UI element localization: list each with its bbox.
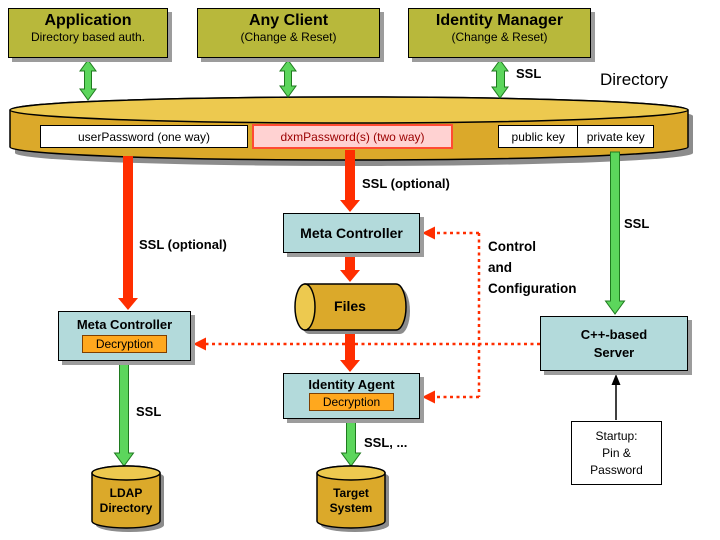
dotted-arrowhead-meta-controller-left [193, 337, 206, 351]
ssl-optional-label-left: SSL (optional) [139, 237, 227, 252]
application-box: Application Directory based auth. [8, 8, 168, 58]
key-pair-box: public key private key [498, 125, 654, 148]
decryption-badge-agent: Decryption [308, 393, 395, 411]
any-client-subtitle: (Change & Reset) [240, 30, 337, 44]
cpp-server-line2: Server [593, 344, 635, 360]
meta-controller-left-box: Meta Controller Decryption [58, 311, 191, 361]
private-key-cell: private key [586, 129, 645, 144]
red-arrow-directory-to-meta-controller-center [340, 150, 360, 212]
target-system-label: Target System [317, 486, 385, 516]
cpp-server-line1: C++-based [580, 326, 648, 342]
public-key-cell: public key [499, 126, 579, 147]
startup-line2: Pin & [602, 446, 631, 460]
ldap-line1: LDAP [109, 486, 143, 500]
target-line1: Target [333, 486, 369, 500]
control-line3: Configuration [488, 281, 577, 296]
ssl-label-ldap: SSL [136, 404, 162, 419]
meta-controller-left-label: Meta Controller [76, 317, 173, 332]
dxm-password-box: dxmPassword(s) (two way) [252, 124, 453, 149]
startup-line1: Startup: [595, 429, 638, 443]
user-password-box: userPassword (one way) [40, 125, 248, 148]
files-shape-cap [294, 283, 316, 331]
control-line1: Control [488, 239, 536, 254]
cpp-server-box: C++-based Server [540, 316, 688, 371]
green-arrow-meta-controller-to-ldap [113, 360, 135, 467]
files-shape-body [304, 283, 407, 331]
green-arrow-identity-agent-to-target [340, 418, 362, 467]
control-configuration-label: Control and Configuration [488, 236, 576, 299]
identity-agent-box: Identity Agent Decryption [283, 373, 420, 419]
identity-agent-label: Identity Agent [308, 377, 395, 392]
ldap-line2: Directory [99, 501, 153, 515]
green-arrow-directory-to-cpp-server [604, 151, 626, 315]
dotted-arrowhead-meta-controller-center [422, 226, 435, 240]
directory-cylinder-top [9, 96, 689, 124]
ldap-directory-label: LDAP Directory [92, 486, 160, 516]
target-cylinder-top [316, 465, 386, 481]
identity-manager-title: Identity Manager [435, 12, 564, 29]
application-title: Application [44, 12, 132, 29]
startup-line3: Password [590, 463, 643, 477]
control-line2: and [488, 260, 513, 275]
black-arrow-startup-to-server-head [611, 374, 621, 385]
meta-controller-center-label: Meta Controller [300, 225, 403, 241]
startup-box: Startup: Pin & Password [571, 421, 662, 485]
any-client-box: Any Client (Change & Reset) [197, 8, 380, 58]
user-password-text: userPassword (one way) [77, 129, 211, 144]
files-label: Files [334, 298, 366, 314]
target-line2: System [329, 501, 373, 515]
ssl-label-target: SSL, ... [364, 435, 408, 450]
application-subtitle: Directory based auth. [30, 30, 146, 44]
directory-label: Directory [600, 70, 669, 89]
any-client-title: Any Client [248, 12, 329, 29]
ssl-label-top: SSL [516, 66, 542, 81]
red-arrow-files-to-identity-agent [340, 331, 360, 372]
green-double-arrow-application [79, 59, 97, 101]
ssl-label-right: SSL [624, 216, 650, 231]
meta-controller-center-box: Meta Controller [283, 213, 420, 253]
decryption-badge-left: Decryption [81, 335, 168, 353]
green-double-arrow-identity-manager [491, 59, 509, 99]
identity-manager-box: Identity Manager (Change & Reset) [408, 8, 591, 58]
ssl-optional-label-center: SSL (optional) [362, 176, 450, 191]
red-arrow-directory-to-meta-controller-left [118, 156, 138, 310]
red-arrow-meta-controller-to-files [340, 254, 360, 282]
dxm-password-text: dxmPassword(s) (two way) [280, 129, 425, 144]
ldap-cylinder-top [91, 465, 161, 481]
identity-manager-subtitle: (Change & Reset) [451, 30, 548, 44]
dotted-arrowhead-identity-agent [422, 390, 435, 404]
green-double-arrow-any-client [279, 59, 297, 98]
